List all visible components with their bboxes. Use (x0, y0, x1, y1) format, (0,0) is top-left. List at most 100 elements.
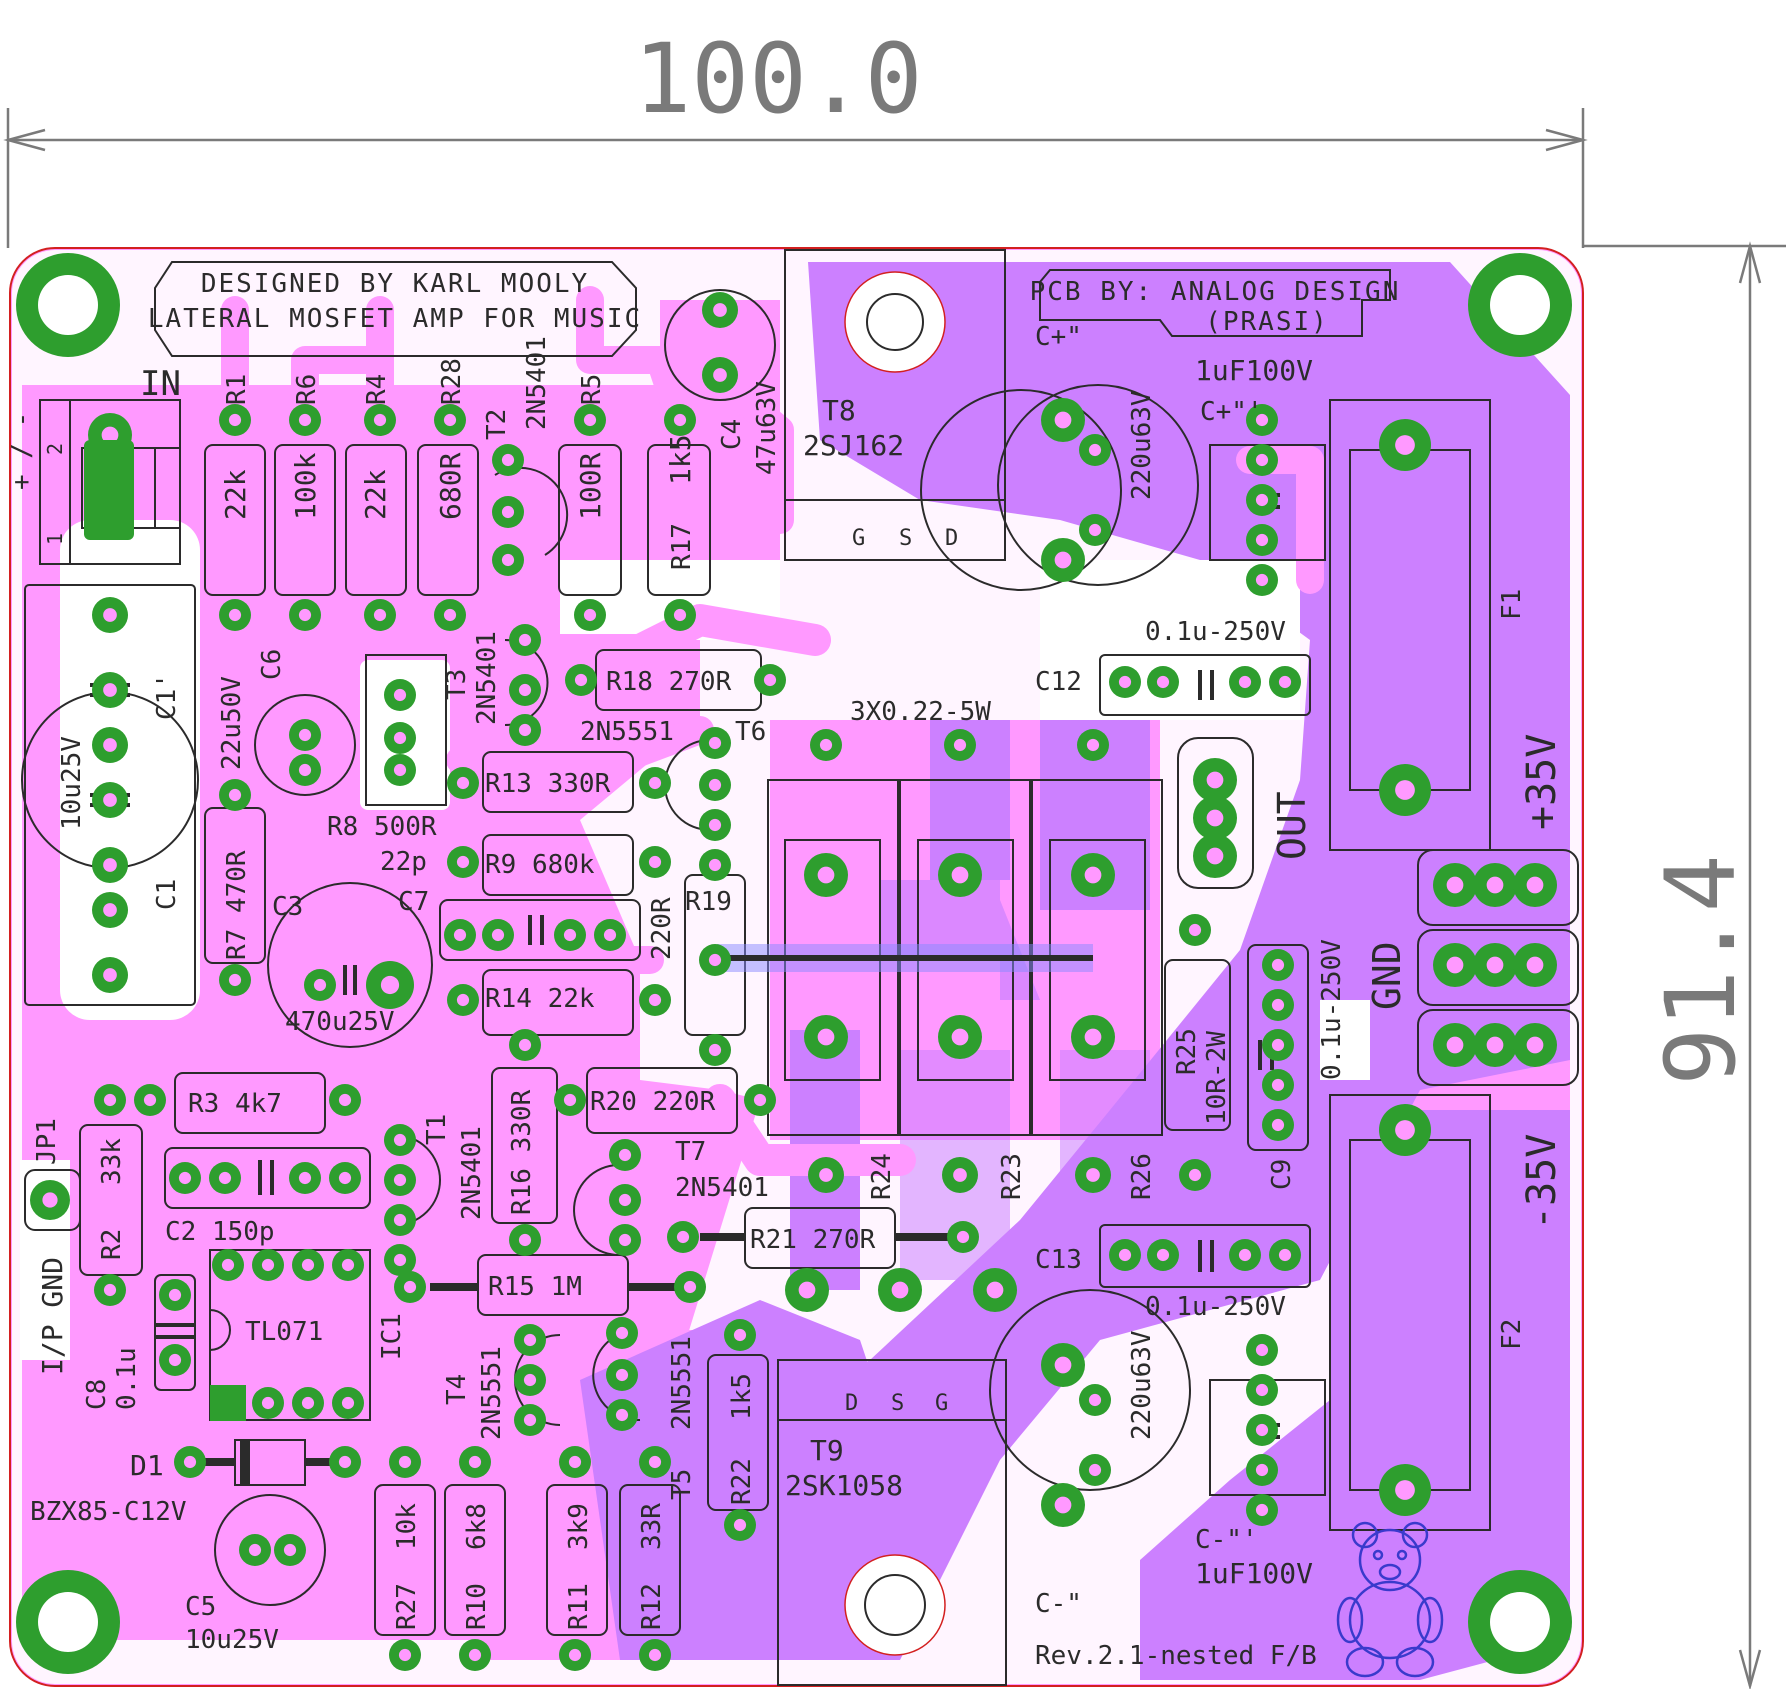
silk-label-c7: C7 (398, 887, 429, 917)
silk-label-r27: R27 (392, 1583, 422, 1630)
silk-label-minus35v: -35V (1519, 1134, 1565, 1230)
silk-label-c7-val: 22p (380, 847, 427, 877)
silk-label-r5: R5 (577, 374, 607, 405)
teddy-bear-logo (1336, 1521, 1444, 1678)
silk-label-t2: T2 (482, 409, 512, 440)
silk-label-r8: R8 500R (327, 812, 437, 842)
silk-label-v1k5-b: 1k5 (727, 1373, 757, 1420)
silk-label-t6: T6 (735, 717, 766, 747)
silk-label-r18: R18 270R (606, 667, 732, 697)
silk-label-c6-val: 22u50V (217, 676, 247, 770)
silk-label-v22k-b: 22k (359, 469, 392, 520)
silk-label-r28: R28 (437, 358, 467, 405)
silk-label-t8-part: 2SJ162 (803, 429, 904, 462)
silk-label-220u63v-bot: 220u63V (1127, 1330, 1157, 1440)
silk-label-r15: R15 1M (488, 1272, 582, 1302)
silk-label-r24: R24 (867, 1153, 897, 1200)
silk-label-r11: R11 (564, 1583, 594, 1630)
silk-label-t7: T7 (675, 1137, 706, 1167)
silk-label-r21: R21 270R (750, 1225, 876, 1255)
silk-label-cplus2: C+" (1035, 322, 1082, 352)
silk-label-r2: R2 (97, 1229, 127, 1260)
silk-label-r13: R13 330R (485, 769, 611, 799)
silk-label-r16: R16 330R (507, 1089, 537, 1215)
silk-label-r14: R14 22k (485, 984, 595, 1014)
silk-label-r6: R6 (292, 374, 322, 405)
silk-label-dsg-g: G (935, 1391, 948, 1416)
title-line2: LATERAL MOSFET AMP FOR MUSIC (148, 304, 642, 334)
pads (30, 292, 1557, 1671)
silk-label-f1: F1 (1497, 589, 1527, 620)
silk-label-c2: C2 150p (165, 1217, 275, 1247)
silk-label-plus35v: +35V (1519, 734, 1565, 830)
silk-label-gsd-s: S (899, 526, 912, 551)
silk-label-t4: T4 (442, 1374, 472, 1405)
mounting-holes (16, 253, 1572, 1674)
silk-label-cminus2: C-" (1035, 1589, 1082, 1619)
silk-label-r3: R3 4k7 (188, 1089, 282, 1119)
silk-label-c8: C8 (82, 1379, 112, 1410)
silk-label-d1: D1 (130, 1449, 164, 1482)
square-pads (84, 440, 246, 1421)
silk-label-c12: C12 (1035, 667, 1082, 697)
silk-label-t3-part: 2N5401 (472, 631, 502, 725)
silk-label-r19: R19 (685, 887, 732, 917)
silk-label-v6k8: 6k8 (462, 1503, 492, 1550)
silk-label-t6-part: 2N5551 (580, 717, 674, 747)
silk-label-c8-val: 0.1u (112, 1347, 142, 1410)
silk-label-f2: F2 (1497, 1319, 1527, 1350)
copper-pour (22, 262, 1570, 1680)
silk-label-jp1: JP1 (32, 1118, 62, 1165)
silk-label-r25-val: 10R-2W (1202, 1031, 1232, 1125)
silk-label-r2-val: 33k (97, 1138, 127, 1185)
silk-label-v33r: 33R (637, 1503, 667, 1550)
silk-label-1uf100v-bot: 1uF100V (1195, 1557, 1313, 1590)
silk-label-c4-val: 47u63V (752, 381, 782, 475)
silk-label-r17: R17 (667, 523, 697, 570)
silk-label-t7-part: 2N5401 (675, 1173, 769, 1203)
silk-label-v680r: 680R (434, 452, 467, 520)
silk-label-v100k: 100k (289, 452, 322, 520)
pcb-by-line2: (PRASI) (1205, 307, 1329, 337)
revision-label: Rev.2.1-nested F/B (1035, 1641, 1317, 1671)
silk-label-bzx: BZX85-C12V (30, 1497, 187, 1527)
silk-label-c1p: C1' (152, 673, 182, 720)
silk-label-01u250v-c: 0.1u-250V (1145, 1292, 1286, 1322)
silk-label-gsd-d: D (945, 526, 958, 551)
silk-label-dsg-d: D (845, 1391, 858, 1416)
silk-label-gsd-g: G (852, 526, 865, 551)
silk-label-plus-minus: + / - (7, 412, 37, 490)
silk-label-t8: T8 (822, 394, 856, 427)
pcb-by-line1: PCB BY: ANALOG DESIGN (1030, 277, 1401, 307)
silk-label-r7: R7 470R (222, 850, 252, 960)
silk-label-pin2: 2 (43, 443, 67, 455)
silk-label-out: OUT (1270, 791, 1314, 860)
silk-label-in: IN (140, 364, 181, 404)
silk-label-t3: T3 (442, 669, 472, 700)
silk-label-c13: C13 (1035, 1245, 1082, 1275)
silk-label-t9: T9 (810, 1434, 844, 1467)
silk-label-c4: C4 (717, 419, 747, 450)
silk-label-r4: R4 (362, 374, 392, 405)
silk-label-c3-val: 470u25V (285, 1007, 395, 1037)
silk-label-t2-part: 2N5401 (522, 336, 552, 430)
silk-label-cminus3: C-"' (1195, 1525, 1258, 1555)
silk-label-t1: T1 (422, 1114, 452, 1145)
silk-label-v10k: 10k (392, 1503, 422, 1550)
silk-label-r12: R12 (637, 1583, 667, 1630)
silk-label-cplus3: C+"' (1200, 397, 1263, 427)
silk-label-r25: R25 (1172, 1028, 1202, 1075)
silk-label-v1k5-a: 1k5 (664, 434, 697, 485)
silk-label-r19-val: 220R (647, 897, 677, 960)
title-line1: DESIGNED BY KARL MOOLY (201, 269, 589, 299)
silk-label-pin1: 1 (43, 533, 67, 545)
silk-label-ic1: IC1 (377, 1313, 407, 1360)
silk-label-t5: T5 (667, 1469, 697, 1500)
silk-label-220u63v-top: 220u63V (1127, 390, 1157, 500)
silk-label-t5-part: 2N5551 (667, 1336, 697, 1430)
silk-label-c5: C5 (185, 1592, 216, 1622)
height-dimension: 91.4 (1645, 854, 1757, 1085)
silk-label-c9: C9 (1267, 1159, 1297, 1190)
silk-label-t9-part: 2SK1058 (785, 1469, 903, 1502)
